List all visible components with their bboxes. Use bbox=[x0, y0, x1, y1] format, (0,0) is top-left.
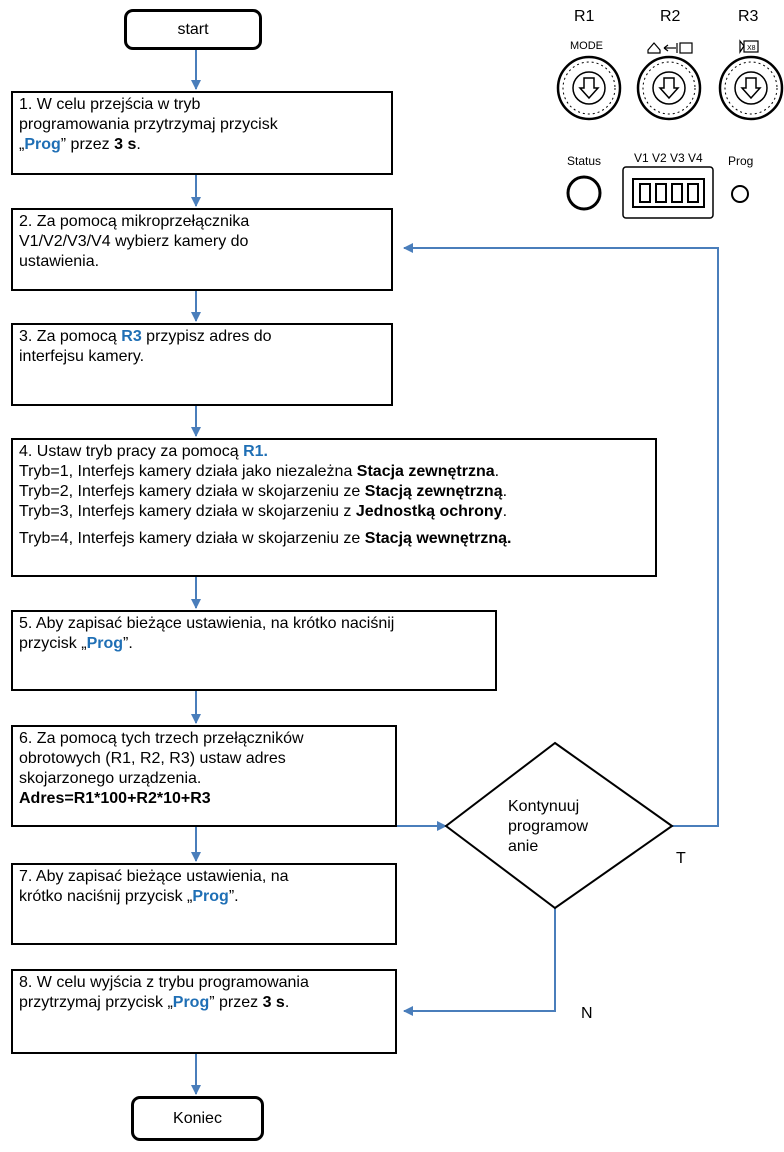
step-1-box: 1. W celu przejścia w tryb programowania… bbox=[11, 91, 393, 175]
step-6-line-2: obrotowych (R1, R2, R3) ustaw adres bbox=[19, 750, 286, 767]
decision-line-2: programow bbox=[508, 818, 589, 835]
step-1-prog: Prog bbox=[24, 136, 61, 153]
step-7-box: 7. Aby zapisać bieżące ustawienia, na kr… bbox=[11, 863, 397, 945]
step-1-time: 3 s bbox=[114, 136, 137, 153]
start-terminal: start bbox=[124, 9, 262, 50]
step-3-post: przypisz adres do bbox=[141, 328, 272, 345]
step-4-t4-bold: Stacją wewnętrzną. bbox=[364, 530, 512, 547]
step-4-pre: 4. Ustaw tryb pracy za pomocą bbox=[19, 443, 244, 460]
decision-diamond bbox=[444, 741, 674, 910]
step-2-line-1: 2. Za pomocą mikroprzełącznika bbox=[19, 213, 250, 230]
decision-label: Kontynuuj programow anie bbox=[508, 797, 588, 857]
step-6-box: 6. Za pomocą tych trzech przełączników o… bbox=[11, 725, 397, 827]
step-5-box: 5. Aby zapisać bieżące ustawienia, na kr… bbox=[11, 610, 497, 691]
step-4-t3-bold: Jednostką ochrony bbox=[355, 503, 503, 520]
prog-label: Prog bbox=[728, 154, 754, 168]
no-label: N bbox=[581, 1005, 593, 1022]
step-7-pre: krótko naciśnij przycisk „ bbox=[19, 888, 193, 905]
step-8-pre: przytrzymaj przycisk „ bbox=[19, 994, 173, 1011]
status-label: Status bbox=[567, 154, 602, 168]
step-6-formula: Adres=R1*100+R2*10+R3 bbox=[19, 790, 211, 807]
step-3-pre: 3. Za pomocą bbox=[19, 328, 122, 345]
step-8-box: 8. W celu wyjścia z trybu programowania … bbox=[11, 969, 397, 1054]
step-4-t2: Tryb=2, Interfejs kamery działa w skojar… bbox=[19, 483, 365, 500]
step-4-t1-bold: Stacja zewnętrzna bbox=[356, 463, 495, 480]
step-8-time: 3 s bbox=[262, 994, 285, 1011]
step-8-prog: Prog bbox=[172, 994, 210, 1011]
step-1-line-1: 1. W celu przejścia w tryb bbox=[19, 96, 201, 113]
step-1-quote: „ bbox=[19, 136, 25, 153]
step-4-t2-end: . bbox=[502, 483, 508, 500]
step-7-prog: Prog bbox=[192, 888, 229, 905]
yes-label: T bbox=[676, 850, 686, 867]
step-7-end: ”. bbox=[228, 888, 239, 905]
step-5-end: ”. bbox=[123, 635, 133, 652]
step-8-mid: ” przez bbox=[209, 994, 263, 1011]
step-7-line-1: 7. Aby zapisać bieżące ustawienia, na bbox=[19, 868, 289, 885]
arrow-yes-loop bbox=[403, 243, 719, 827]
step-4-t3-end: . bbox=[502, 503, 508, 520]
step-3-box: 3. Za pomocą R3 przypisz adres do interf… bbox=[11, 323, 393, 406]
step-1-mid: ” przez bbox=[60, 136, 115, 153]
start-label: start bbox=[177, 21, 209, 38]
end-terminal: Koniec bbox=[131, 1096, 264, 1141]
step-2-line-2: V1/V2/V3/V4 wybierz kamery do bbox=[19, 233, 249, 250]
r1-label: R1 bbox=[574, 8, 595, 25]
step-2-box: 2. Za pomocą mikroprzełącznika V1/V2/V3/… bbox=[11, 208, 393, 291]
step-3-line-2: interfejsu kamery. bbox=[19, 348, 145, 365]
step-4-t2-bold: Stacją zewnętrzną bbox=[364, 483, 503, 500]
step-5-line-1: 5. Aby zapisać bieżące ustawienia, na kr… bbox=[19, 615, 395, 632]
step-4-t3: Tryb=3, Interfejs kamery działa w skojar… bbox=[19, 503, 356, 520]
step-8-end: . bbox=[284, 994, 290, 1011]
step-4-r1: R1. bbox=[243, 443, 268, 460]
r3-label: R3 bbox=[738, 8, 759, 25]
end-label: Koniec bbox=[173, 1110, 222, 1127]
step-8-line-1: 8. W celu wyjścia z trybu programowania bbox=[19, 974, 309, 991]
step-4-t4: Tryb=4, Interfejs kamery działa w skojar… bbox=[19, 530, 365, 547]
switches-label: V1 V2 V3 V4 bbox=[634, 151, 703, 165]
step-1-end: . bbox=[136, 136, 141, 153]
mode-label: MODE bbox=[570, 40, 603, 52]
step-1-line-2: programowania przytrzymaj przycisk bbox=[19, 116, 278, 133]
step-4-t1-end: . bbox=[494, 463, 500, 480]
arrow-no bbox=[403, 908, 556, 1016]
step-6-line-3: skojarzonego urządzenia. bbox=[19, 770, 202, 787]
step-2-line-3: ustawienia. bbox=[19, 253, 100, 270]
step-3-r3: R3 bbox=[121, 328, 142, 345]
step-5-prog: Prog bbox=[86, 635, 124, 652]
step-5-pre: przycisk „ bbox=[19, 635, 87, 652]
step-4-t1: Tryb=1, Interfejs kamery działa jako nie… bbox=[19, 463, 357, 480]
step-4-box: 4. Ustaw tryb pracy za pomocą R1. Tryb=1… bbox=[11, 438, 657, 577]
step-6-line-1: 6. Za pomocą tych trzech przełączników bbox=[19, 730, 304, 747]
decision-line-1: Kontynuuj bbox=[508, 798, 580, 815]
r2-label: R2 bbox=[660, 8, 681, 25]
decision-line-3: anie bbox=[508, 838, 539, 855]
